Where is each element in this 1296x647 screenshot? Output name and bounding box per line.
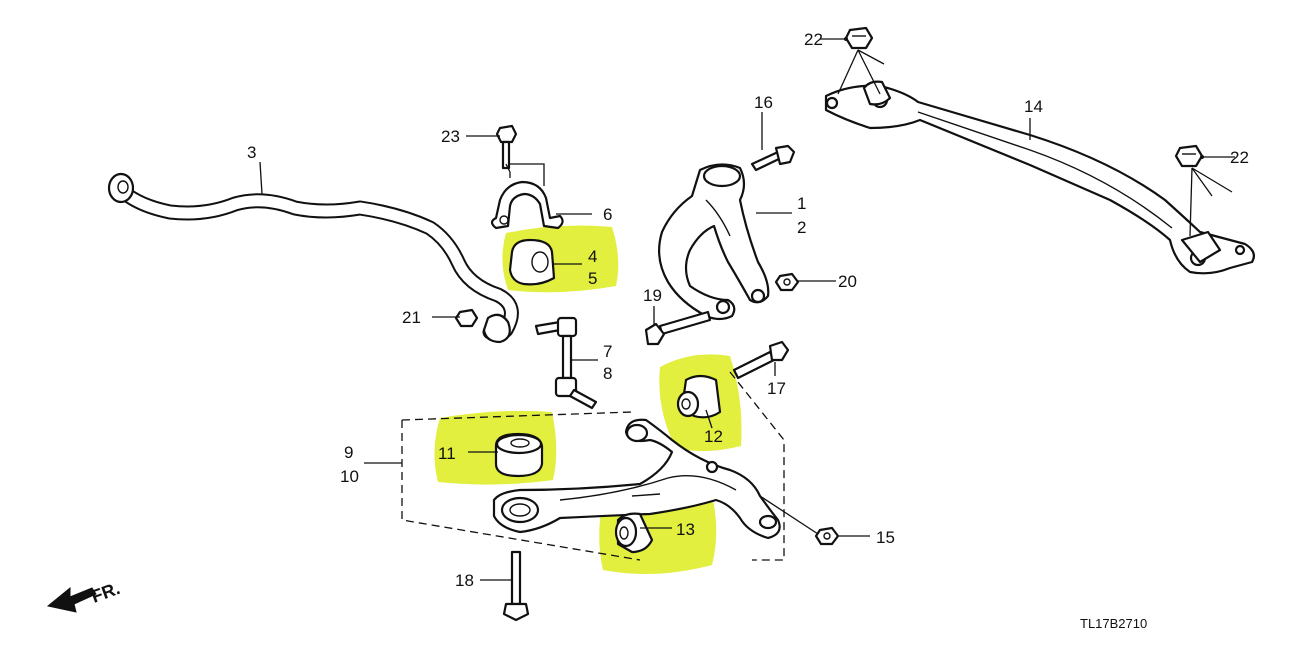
nut-22-top — [844, 26, 874, 50]
label-16: 16 — [754, 93, 773, 112]
lower-arm-bushing-12 — [676, 374, 722, 419]
bolt-23 — [495, 124, 518, 170]
label-20: 20 — [838, 272, 857, 291]
lower-arm-bushing-13 — [614, 512, 654, 554]
assembly-outline — [401, 371, 785, 561]
label-21: 21 — [402, 308, 421, 327]
label-18: 18 — [455, 571, 474, 590]
stabilizer-link — [534, 316, 598, 410]
label-11: 11 — [438, 444, 456, 463]
steering-knuckle — [657, 163, 770, 321]
label-4: 4 — [588, 247, 597, 266]
nut-22-right — [1174, 144, 1204, 168]
label-6: 6 — [603, 205, 612, 224]
label-9: 9 — [344, 443, 353, 462]
label-19: 19 — [643, 286, 662, 305]
stabilizer-bushing — [508, 238, 556, 286]
label-2: 2 — [797, 218, 806, 237]
bolt-19 — [644, 310, 712, 346]
label-10: 10 — [340, 467, 359, 486]
label-3: 3 — [247, 143, 256, 162]
nut-20 — [774, 272, 800, 292]
label-15: 15 — [876, 528, 895, 547]
label-1: 1 — [797, 194, 806, 213]
stabilizer-holder — [490, 180, 564, 230]
front-brace-bar — [824, 80, 1255, 275]
front-direction-arrow: FR. — [46, 578, 123, 613]
label-17: 17 — [767, 379, 786, 398]
front-direction-label: FR. — [89, 578, 123, 607]
label-7: 7 — [603, 342, 612, 361]
label-12: 12 — [704, 427, 723, 446]
label-8: 8 — [603, 364, 612, 383]
nut-21 — [454, 308, 479, 328]
diagram-code: TL17B2710 — [1080, 616, 1147, 631]
label-22-top: 22 — [804, 30, 823, 49]
leader-lines — [259, 37, 1235, 581]
label-23: 23 — [441, 127, 460, 146]
bolt-16 — [750, 144, 796, 172]
nut-15 — [814, 526, 840, 546]
label-5: 5 — [588, 269, 597, 288]
lower-arm-bushing-11 — [494, 432, 544, 478]
label-14: 14 — [1024, 97, 1043, 116]
label-13: 13 — [676, 520, 695, 539]
stabilizer-bar — [107, 172, 519, 344]
bolt-18 — [502, 550, 530, 622]
bolt-17 — [732, 340, 790, 380]
label-22-right: 22 — [1230, 148, 1249, 167]
